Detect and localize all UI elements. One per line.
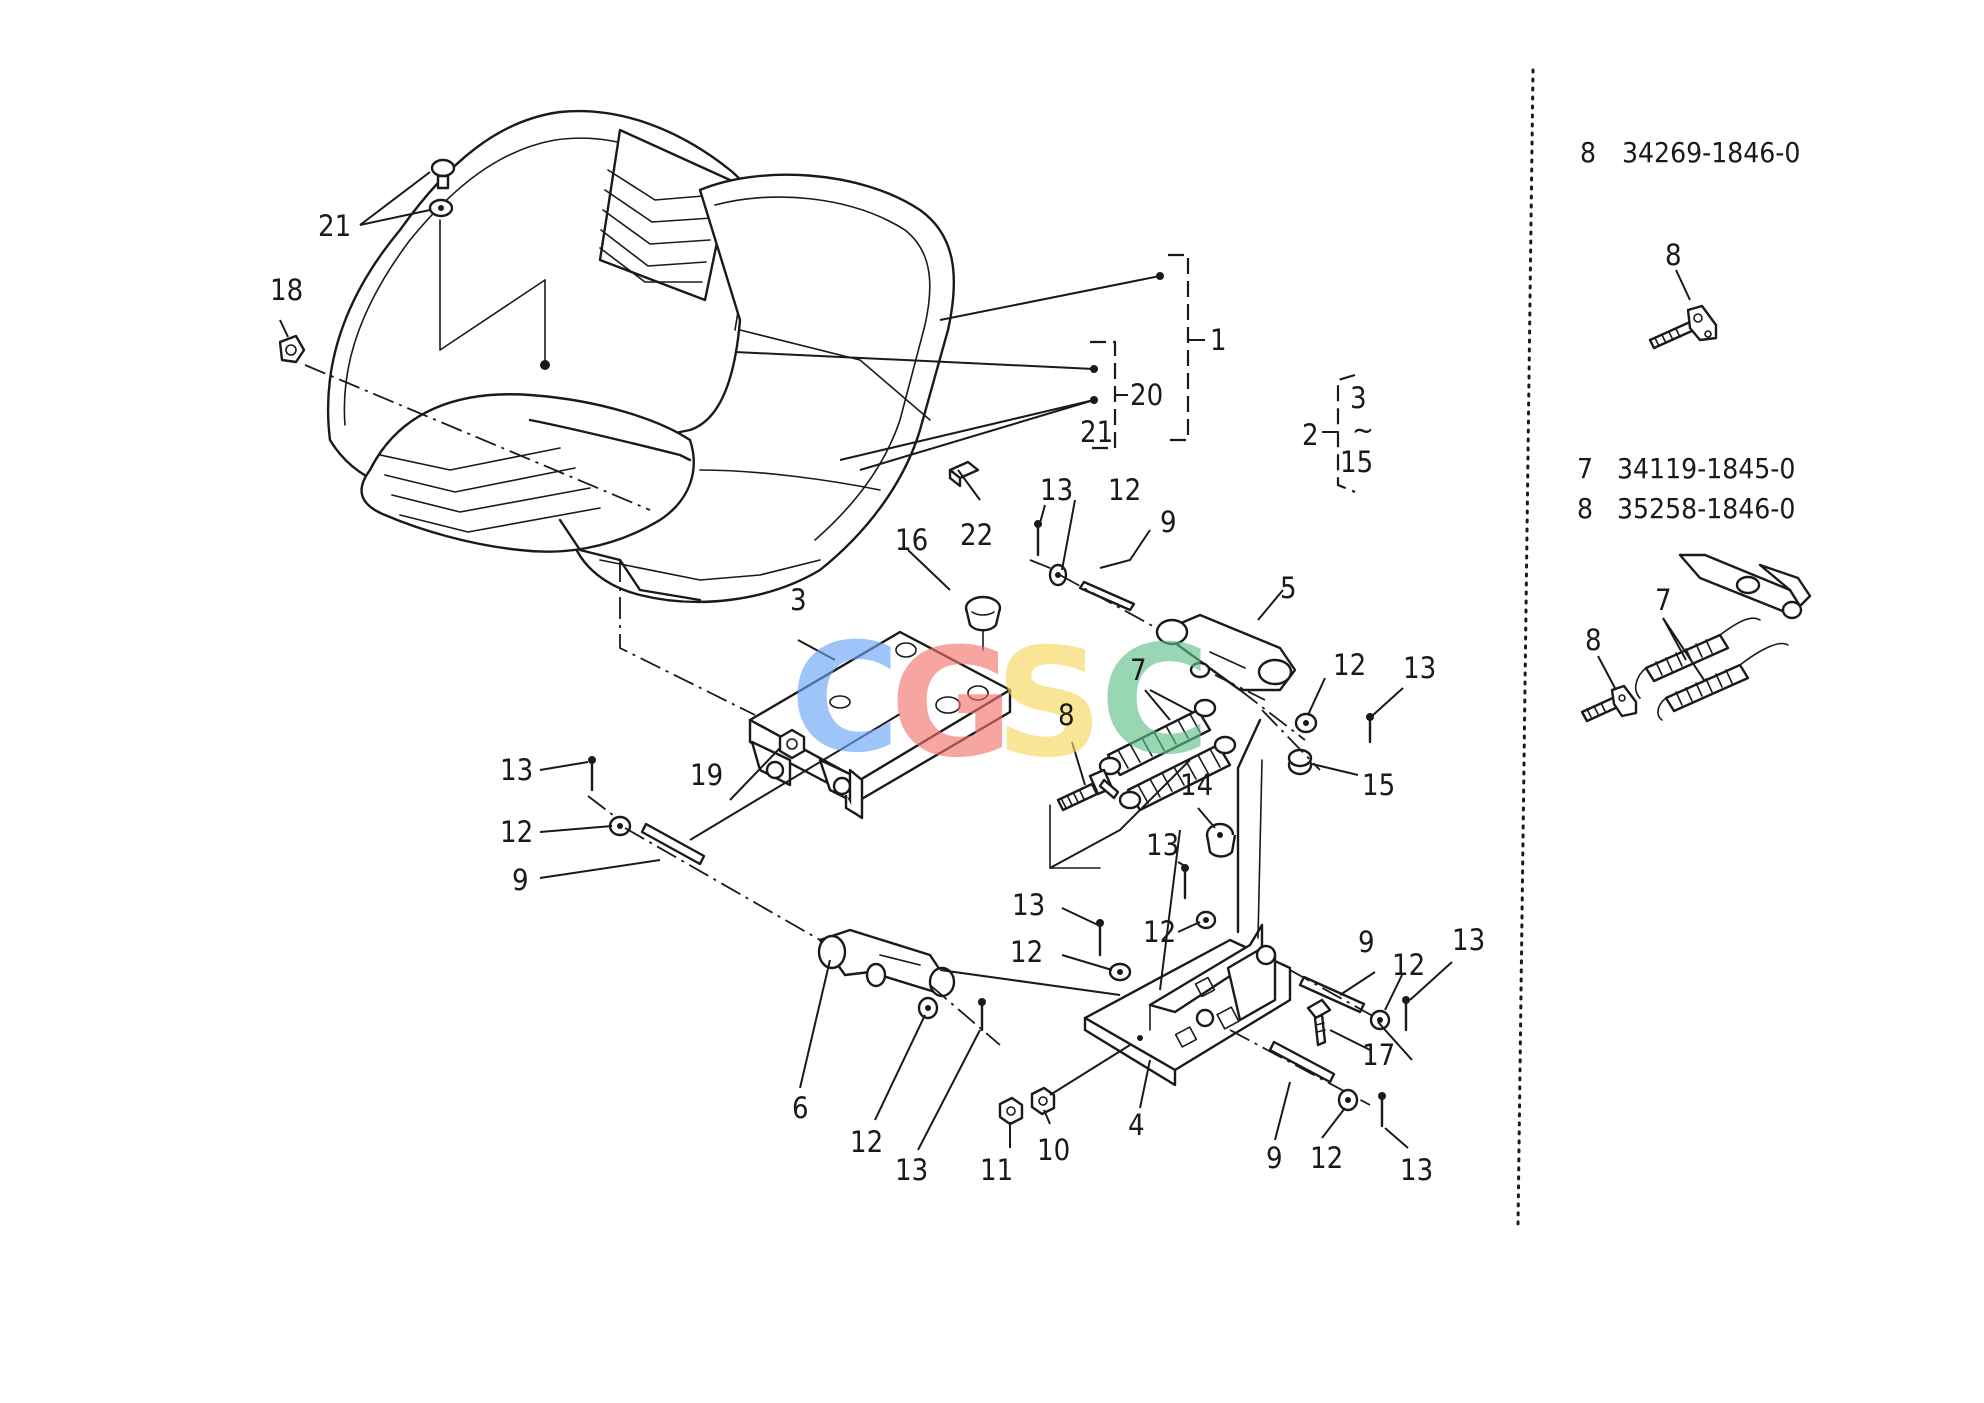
callout-13-top: 13 bbox=[1040, 473, 1073, 507]
group-end-15: 15 bbox=[1340, 445, 1373, 479]
callout-19: 19 bbox=[690, 758, 723, 792]
washer-part-12-right bbox=[1294, 712, 1318, 734]
callout-5: 5 bbox=[1280, 571, 1297, 605]
pin-part-13-top bbox=[1034, 520, 1042, 557]
callout-7: 7 bbox=[1130, 653, 1147, 687]
callout-3: 3 bbox=[790, 583, 807, 617]
group-start-3: 3 bbox=[1350, 381, 1367, 415]
bolt-part-17 bbox=[1306, 998, 1332, 1047]
adjuster-bolt-part-8 bbox=[1056, 768, 1120, 812]
pin-part-13-right-upper bbox=[1402, 996, 1410, 1032]
callout-9-left: 9 bbox=[512, 863, 529, 897]
bushing-part-15 bbox=[1287, 748, 1313, 776]
washer-part-12-base bbox=[1195, 910, 1217, 930]
knob-part-18 bbox=[278, 334, 306, 364]
washer-part-12-left bbox=[608, 815, 632, 837]
callout-9-right-lower: 9 bbox=[1266, 1141, 1283, 1175]
callout-10: 10 bbox=[1037, 1133, 1070, 1167]
callout-18: 18 bbox=[270, 273, 303, 307]
pin-part-13-right-lower bbox=[1378, 1092, 1386, 1128]
callout-13-lower-left: 13 bbox=[895, 1153, 928, 1187]
callout-12-base: 12 bbox=[1143, 915, 1176, 949]
callout-15: 15 bbox=[1362, 768, 1395, 802]
callout-20: 20 bbox=[1130, 378, 1163, 412]
seat-plate-part-3 bbox=[748, 630, 1012, 820]
callout-1: 1 bbox=[1210, 323, 1227, 357]
washer-part-12-right-upper bbox=[1369, 1009, 1391, 1031]
rod-part-9-top bbox=[1078, 580, 1136, 612]
callout-8: 8 bbox=[1058, 698, 1075, 732]
callout-12-right: 12 bbox=[1333, 648, 1366, 682]
washer-part-12-top bbox=[1048, 563, 1068, 587]
watermark-letter: S bbox=[995, 617, 1103, 791]
pad-part-22 bbox=[948, 460, 980, 488]
callout-14: 14 bbox=[1180, 768, 1213, 802]
ref-callout-8: 8 bbox=[1585, 623, 1602, 657]
fastener-part-21 bbox=[428, 158, 456, 218]
pin-part-13-right bbox=[1366, 713, 1374, 744]
callout-21-seat: 21 bbox=[1080, 415, 1113, 449]
callout-12-lower-left: 12 bbox=[850, 1125, 883, 1159]
watermark-letter: C bbox=[1100, 614, 1210, 788]
callout-16: 16 bbox=[895, 523, 928, 557]
nut-part-10 bbox=[1030, 1086, 1056, 1116]
callout-12-mid: 12 bbox=[1010, 935, 1043, 969]
swing-arm-part-6 bbox=[817, 928, 956, 998]
callout-13-right-lower: 13 bbox=[1400, 1153, 1433, 1187]
callout-13-right: 13 bbox=[1403, 651, 1436, 685]
ref-item-top: 8 bbox=[1580, 136, 1596, 169]
callout-labels: 1 20 21 2 3 ~ 15 21 18 22 16 3 13 12 9 5… bbox=[270, 209, 1485, 1187]
nut-part-11 bbox=[998, 1096, 1024, 1126]
callout-4: 4 bbox=[1128, 1108, 1145, 1142]
base-bracket-part-4 bbox=[1083, 923, 1292, 1087]
callout-21-top: 21 bbox=[318, 209, 351, 243]
watermark-letter: G bbox=[890, 617, 1013, 791]
callout-12-right-lower: 12 bbox=[1310, 1141, 1343, 1175]
callout-11: 11 bbox=[980, 1153, 1013, 1187]
washer-part-12-right-lower bbox=[1337, 1088, 1359, 1112]
group-tilde: ~ bbox=[1352, 413, 1374, 447]
callout-13-mid: 13 bbox=[1012, 888, 1045, 922]
callout-9-right-upper: 9 bbox=[1358, 925, 1375, 959]
callout-2: 2 bbox=[1302, 418, 1319, 452]
swing-arm-part-5 bbox=[1155, 613, 1297, 692]
side-bolt-part-8 bbox=[1648, 304, 1718, 350]
watermark-logo: C G S C bbox=[790, 612, 1210, 791]
spring-part-7 bbox=[1098, 698, 1237, 812]
side-panel-reference: 8 34269-1846-0 8 7 34119-1845-0 8 35258-… bbox=[1577, 136, 1800, 657]
callout-13-right-upper: 13 bbox=[1452, 923, 1485, 957]
ref-part-no-top: 34269-1846-0 bbox=[1622, 136, 1800, 169]
watermark-letter: C bbox=[790, 612, 900, 786]
pin-part-13-base bbox=[1181, 864, 1189, 900]
side-spring-assembly bbox=[1634, 553, 1812, 721]
bump-stop-part-16 bbox=[964, 595, 1002, 632]
seat-cushion-assembly bbox=[326, 109, 956, 604]
callout-12-left: 12 bbox=[500, 815, 533, 849]
callout-9-top: 9 bbox=[1160, 505, 1177, 539]
pin-part-13-lower-left bbox=[978, 998, 986, 1032]
callout-6: 6 bbox=[792, 1091, 809, 1125]
ref-callout-7: 7 bbox=[1655, 583, 1672, 617]
pin-part-13-left bbox=[588, 756, 596, 792]
ref-item-8: 8 bbox=[1577, 492, 1593, 525]
side-adjuster-part-8 bbox=[1580, 684, 1638, 723]
callout-12-top: 12 bbox=[1108, 473, 1141, 507]
callout-22: 22 bbox=[960, 518, 993, 552]
ref-callout-8-top: 8 bbox=[1665, 238, 1682, 272]
callout-13-left: 13 bbox=[500, 753, 533, 787]
ref-part-no-8: 35258-1846-0 bbox=[1617, 492, 1795, 525]
stop-part-14 bbox=[1205, 822, 1237, 858]
nut-part-19 bbox=[778, 728, 806, 760]
ref-item-7: 7 bbox=[1577, 452, 1593, 485]
callout-17: 17 bbox=[1362, 1038, 1395, 1072]
rod-part-9-right-lower bbox=[1268, 1040, 1336, 1084]
callout-13-base: 13 bbox=[1146, 828, 1179, 862]
rod-part-9-left bbox=[640, 822, 706, 866]
callout-12-right-upper: 12 bbox=[1392, 948, 1425, 982]
ref-part-no-7: 34119-1845-0 bbox=[1617, 452, 1795, 485]
washer-part-12-mid bbox=[1108, 962, 1132, 982]
washer-part-12-lower-left bbox=[917, 996, 939, 1020]
